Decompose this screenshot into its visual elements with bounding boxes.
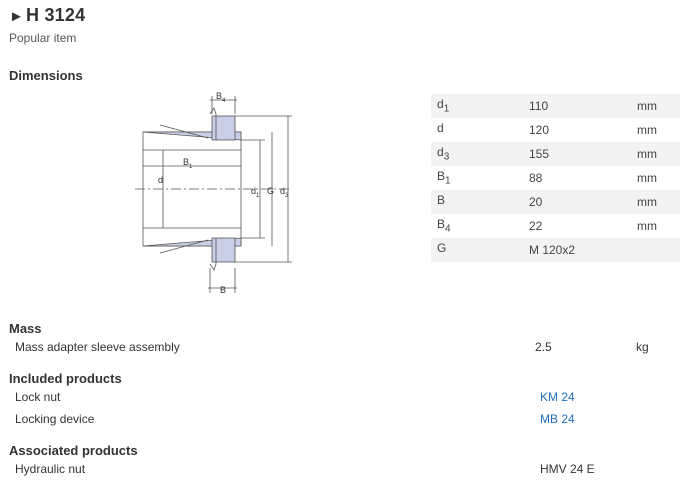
lock-nut-link[interactable]: KM 24 [540, 390, 575, 404]
mass-label: Mass adapter sleeve assembly [15, 340, 180, 354]
table-row: G M 120x2 [431, 238, 680, 262]
associated-item-label: Hydraulic nut [15, 462, 86, 476]
label-g: G [267, 186, 274, 196]
dim-unit: mm [637, 219, 657, 233]
dim-unit: mm [637, 171, 657, 185]
included-products-heading: Included products [9, 371, 122, 386]
page-title: ►H 3124 [9, 5, 85, 26]
dim-symbol: d [437, 121, 444, 136]
dim-unit: mm [637, 123, 657, 137]
play-arrow-icon: ► [9, 8, 25, 25]
label-d3: d3 [280, 186, 289, 199]
included-item-label: Lock nut [15, 390, 61, 404]
dim-symbol: B1 [437, 169, 451, 187]
mass-value: 2.5 [535, 340, 552, 354]
dim-value: 110 [529, 99, 549, 113]
dim-value: 20 [529, 195, 543, 209]
dim-value: 155 [529, 147, 550, 161]
label-d1: d1 [251, 186, 260, 199]
associated-products-heading: Associated products [9, 443, 138, 458]
dim-symbol: B [437, 193, 446, 208]
dimensions-table: d1 110 mm d 120 mm d3 155 mm B1 88 mm B … [431, 94, 680, 262]
dim-value: 22 [529, 219, 543, 233]
dim-value: 88 [529, 171, 543, 185]
dim-unit: mm [637, 99, 657, 113]
mass-heading: Mass [9, 321, 42, 336]
included-item-label: Locking device [15, 412, 95, 426]
dimension-drawing: B4 B1 d d1 G d3 B [135, 91, 292, 295]
dim-unit [631, 238, 680, 262]
table-row: B4 22 mm [431, 214, 680, 238]
mass-unit: kg [636, 340, 649, 354]
dim-symbol: B4 [437, 217, 451, 235]
table-row: d3 155 mm [431, 142, 680, 166]
dim-symbol: G [437, 241, 447, 256]
label-b4: B4 [216, 91, 226, 104]
locking-device-link[interactable]: MB 24 [540, 412, 575, 426]
popular-item-label: Popular item [9, 31, 77, 45]
table-row: B1 88 mm [431, 166, 680, 190]
table-row: d 120 mm [431, 118, 680, 142]
label-b1: B1 [183, 157, 193, 170]
table-row: d1 110 mm [431, 94, 680, 118]
dim-value: 120 [529, 123, 550, 137]
dim-symbol: d3 [437, 145, 450, 163]
dimensions-heading: Dimensions [9, 68, 83, 83]
dim-unit: mm [637, 147, 657, 161]
dim-value: M 120x2 [529, 243, 576, 257]
label-d: d [158, 175, 163, 185]
dim-unit: mm [637, 195, 657, 209]
label-b: B [220, 285, 226, 295]
table-row: B 20 mm [431, 190, 680, 214]
dim-symbol: d1 [437, 97, 450, 115]
product-name: H 3124 [26, 5, 86, 25]
hydraulic-nut-value: HMV 24 E [540, 462, 595, 476]
